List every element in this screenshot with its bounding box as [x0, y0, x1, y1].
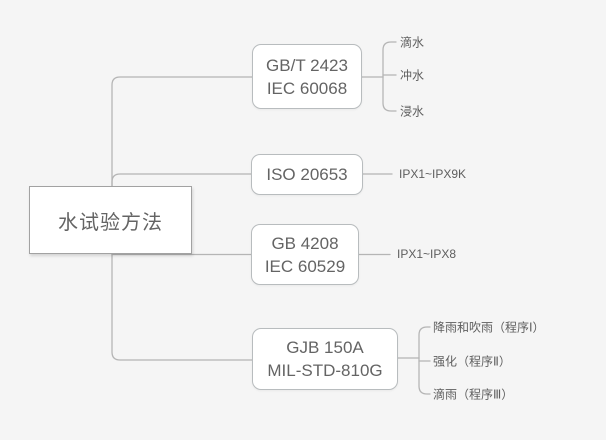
leaf-immersion-water[interactable]: 浸水 — [400, 104, 425, 119]
connector-root-to-branch2 — [111, 173, 252, 187]
node-iso20653[interactable]: ISO 20653 — [251, 154, 363, 195]
leaf-spray-water[interactable]: 冲水 — [400, 68, 425, 83]
leaf-drip-water[interactable]: 滴水 — [400, 35, 425, 50]
leaf-intensified-procedure-2[interactable]: 强化（程序Ⅱ） — [433, 354, 511, 369]
node-label-line: IEC 60068 — [266, 78, 348, 98]
node-gbt2423-iec60068[interactable]: GB/T 2423 IEC 60068 — [252, 44, 362, 109]
node-label-line: MIL-STD-810G — [267, 361, 383, 380]
connector-root-to-branch1 — [111, 76, 253, 187]
leaf-rain-blowing-rain-procedure-1[interactable]: 降雨和吹雨（程序Ⅰ） — [433, 320, 545, 335]
node-label-line: IEC 60529 — [264, 256, 346, 276]
node-label-line: GJB 150A — [286, 338, 364, 357]
leaf-ipx1-ipx9k[interactable]: IPX1~IPX9K — [399, 167, 467, 181]
root-node-label: 水试验方法 — [58, 211, 163, 234]
leaf-drip-rain-procedure-3[interactable]: 滴雨（程序Ⅲ） — [433, 387, 514, 402]
connector-branch4-leaf1 — [418, 326, 431, 359]
root-node-water-test-methods[interactable]: 水试验方法 — [29, 186, 192, 254]
node-gjb150a-milstd810g[interactable]: GJB 150A MIL-STD-810G — [252, 328, 398, 390]
node-label-line: GB/T 2423 — [266, 55, 348, 75]
connector-branch1-leaf3 — [382, 76, 397, 112]
connector-branch1-leaf1 — [382, 41, 397, 78]
node-label-line: GB 4208 — [271, 233, 339, 253]
connector-branch4-leaf3 — [418, 357, 431, 395]
node-gb4208-iec60529[interactable]: GB 4208 IEC 60529 — [251, 224, 359, 285]
node-label-line: ISO 20653 — [266, 165, 348, 184]
connector-root-to-branch4 — [111, 253, 253, 361]
leaf-ipx1-ipx8[interactable]: IPX1~IPX8 — [397, 247, 457, 261]
